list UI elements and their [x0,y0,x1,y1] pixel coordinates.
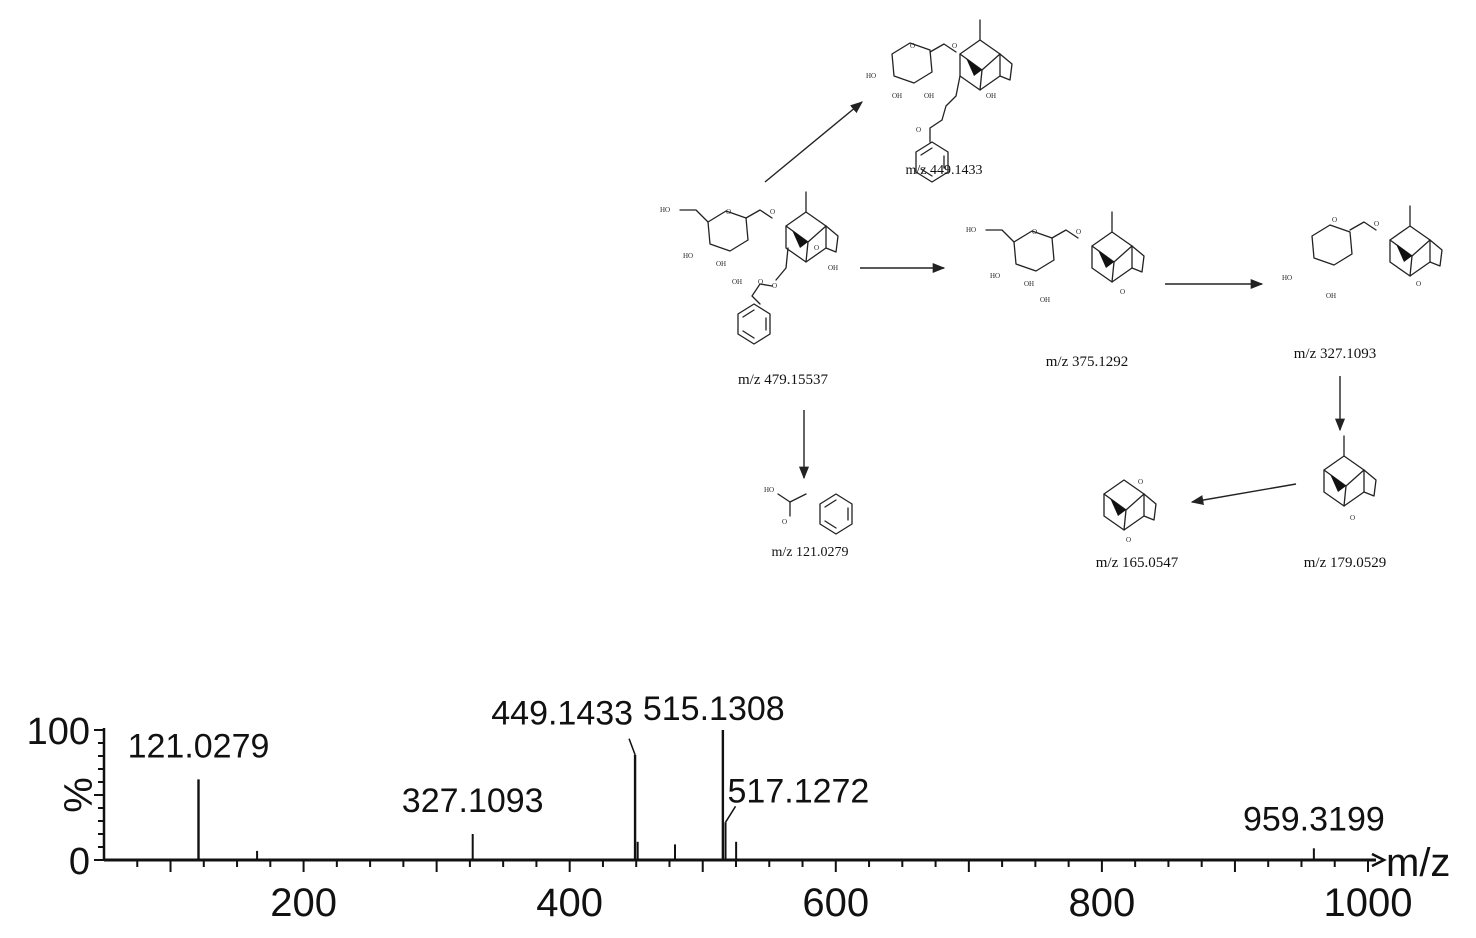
peak-label: 517.1272 [728,772,870,810]
peak-label: 515.1308 [643,690,785,728]
svg-text:HO: HO [866,72,876,80]
svg-text:OH: OH [1326,292,1336,300]
svg-text:HO: HO [683,252,693,260]
arrow-to-449 [764,101,863,183]
svg-text:O: O [910,42,915,50]
svg-text:HO: HO [990,272,1000,280]
svg-text:O: O [1076,228,1081,236]
label-parent: m/z 479.15537 [738,372,828,388]
spectrum-peaks [197,730,1315,860]
y-tick-label: 100 [27,711,90,753]
label-165: m/z 165.0547 [1096,555,1179,571]
svg-text:O: O [814,244,819,252]
x-axis-arrowhead [1371,852,1387,868]
peak-leader [628,738,636,755]
svg-text:OH: OH [1024,280,1034,288]
svg-text:O: O [1126,536,1131,544]
label-179: m/z 179.0529 [1304,555,1387,571]
svg-text:O: O [1120,288,1125,296]
label-121: m/z 121.0279 [772,545,849,560]
label-449: m/z 449.1433 [906,163,983,178]
svg-text:OH: OH [892,92,902,100]
svg-text:HO: HO [1282,274,1292,282]
structure-165: O O [1103,478,1157,544]
label-375: m/z 375.1292 [1046,354,1129,370]
svg-text:OH: OH [1040,296,1050,304]
fragmentation-scheme: HO O HO OH OH O O OH O O m/z 479.15537 H… [660,19,1443,571]
svg-text:O: O [1138,478,1143,486]
structure-121: HO O [764,486,853,535]
structure-parent: HO O HO OH OH O O OH O O [660,191,839,345]
svg-text:O: O [1416,280,1421,288]
svg-text:O: O [770,208,775,216]
svg-text:O: O [1374,220,1379,228]
svg-text:OH: OH [986,92,996,100]
peak-leader [724,805,737,823]
svg-text:O: O [1332,216,1337,224]
svg-text:OH: OH [924,92,934,100]
peak-label: 449.1433 [491,695,633,733]
y-tick-label: 0 [69,841,90,883]
x-axis-label: m/z [1386,841,1450,885]
svg-text:O: O [782,518,787,526]
svg-text:OH: OH [732,278,742,286]
arrow-to-165 [1190,483,1297,506]
x-tick-label: 400 [536,881,603,925]
svg-text:HO: HO [660,206,670,214]
svg-text:OH: OH [828,264,838,272]
x-tick-label: 800 [1069,881,1136,925]
svg-text:O: O [916,126,921,134]
svg-text:HO: HO [966,226,976,234]
peak-label: 327.1093 [402,782,544,820]
structure-327: HO OH O O O [1282,205,1443,300]
structure-179: O [1323,435,1377,522]
x-tick-label: 600 [802,881,869,925]
svg-text:O: O [1350,514,1355,522]
label-327: m/z 327.1093 [1294,346,1377,362]
x-tick-label: 200 [270,881,337,925]
svg-text:O: O [726,208,731,216]
structure-375: HO O HO OH OH O O [966,211,1145,304]
svg-text:O: O [758,278,763,286]
x-tick-label: 1000 [1324,881,1413,925]
svg-text:O: O [952,42,957,50]
svg-text:HO: HO [764,486,774,494]
structure-449: HO OH OH O O OH O [866,19,1013,183]
svg-text:OH: OH [716,260,726,268]
svg-text:O: O [1032,228,1037,236]
svg-text:O: O [772,282,777,290]
peak-label: 121.0279 [128,727,270,765]
peak-label: 959.3199 [1243,800,1385,838]
spectrum-peak-labels: 121.0279 327.1093 449.1433 515.1308 517.1272… [128,690,1385,838]
y-axis-label: % [57,777,101,813]
